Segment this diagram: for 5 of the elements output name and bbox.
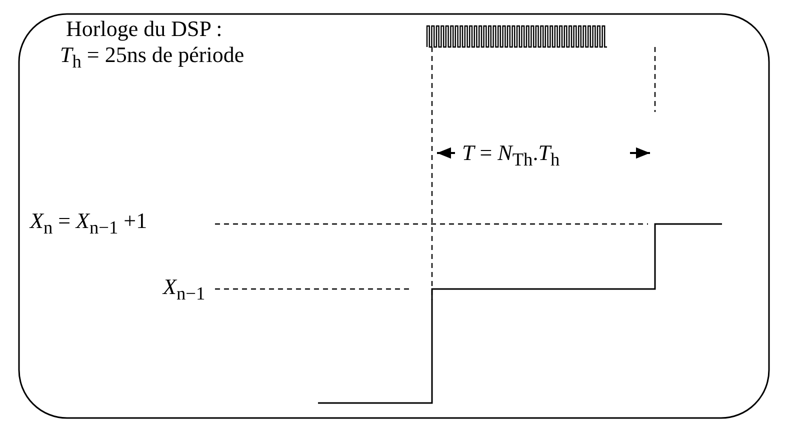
period-label: T$_{h}$ = 25ns de période <box>60 44 244 71</box>
clock-caption: Horloge du DSP : <box>66 18 222 40</box>
level-label: X$_{n−1}$ <box>163 276 206 303</box>
interval-label: T = N$_{Th}$.T$_{h}$ <box>462 142 560 169</box>
level-label: X$_{n}$ = X$_{n−1}$ +1 <box>30 210 148 237</box>
